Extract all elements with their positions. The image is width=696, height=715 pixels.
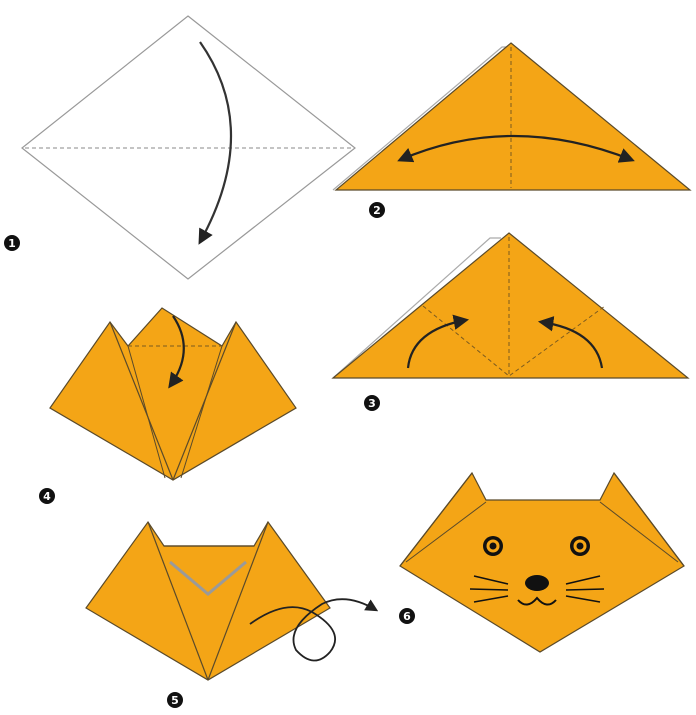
right-whiskers-icon	[565, 575, 605, 603]
left-corner-fold-arrow-icon	[406, 314, 470, 369]
step-5-diagram	[85, 520, 379, 681]
step-1-number: 1	[8, 237, 16, 250]
step-6-number: 6	[403, 610, 411, 623]
left-eye-icon	[483, 536, 503, 556]
right-eye-icon	[570, 536, 590, 556]
step-5-number: 5	[171, 694, 179, 707]
step-2-number: 2	[373, 204, 381, 217]
step-4-diagram	[49, 307, 297, 481]
fold-flap-down-arrow-icon	[168, 315, 185, 389]
turn-over-arrow-icon	[249, 598, 379, 662]
step-1-diagram	[21, 15, 356, 280]
folded-triangle	[334, 42, 692, 191]
fold-line	[422, 305, 606, 377]
step-2-diagram	[332, 42, 692, 191]
step-2-badge: 2	[369, 202, 385, 218]
double-fold-arrow-icon	[397, 134, 635, 163]
step-1-badge: 1	[4, 235, 20, 251]
cat-face	[399, 471, 685, 653]
step-6-diagram	[399, 471, 685, 653]
step-5-badge: 5	[167, 692, 183, 708]
step-4-number: 4	[43, 490, 51, 503]
mouth-icon	[517, 596, 557, 606]
nose-icon	[525, 575, 549, 591]
step-3-diagram	[331, 232, 690, 379]
fold-down-arrow-icon	[198, 41, 232, 245]
folded-flap-edge	[169, 560, 247, 596]
paper-body	[49, 307, 297, 481]
paper-body	[85, 520, 331, 681]
right-corner-fold-arrow-icon	[537, 316, 604, 369]
folded-triangle	[331, 232, 690, 379]
step-6-badge: 6	[399, 608, 415, 624]
step-3-badge: 3	[364, 395, 380, 411]
step-3-number: 3	[368, 397, 376, 410]
left-whiskers-icon	[469, 575, 509, 603]
step-4-badge: 4	[39, 488, 55, 504]
